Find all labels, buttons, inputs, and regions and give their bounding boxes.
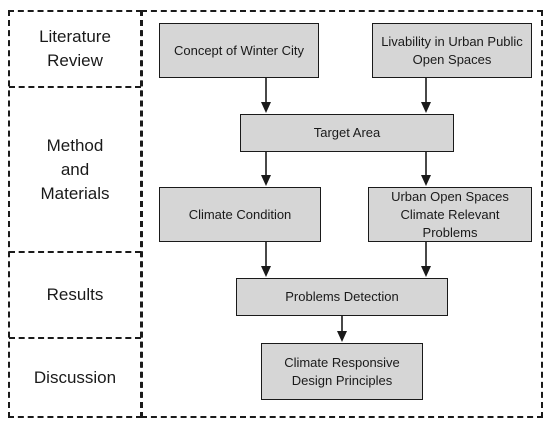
section-label-results: Results (10, 253, 140, 337)
section-text-results: Results (46, 285, 104, 304)
box-target-area: Target Area (240, 114, 454, 152)
box-climate-condition: Climate Condition (159, 187, 321, 242)
section-text-discussion: Discussion (33, 367, 117, 387)
box-climate-responsive-design-principles: Climate Responsive Design Principles (261, 343, 423, 400)
box-urban-open-spaces-problems: Urban Open Spaces Climate Relevant Probl… (368, 187, 532, 242)
section-text-method: Method and Materials (40, 135, 110, 203)
box-problems-detection: Problems Detection (236, 278, 448, 316)
right-column-frame (141, 10, 543, 418)
box-concept-of-winter-city: Concept of Winter City (159, 23, 319, 78)
separator-method-results (9, 251, 141, 253)
section-label-method-materials: Method and Materials (10, 88, 140, 251)
separator-results-discussion (9, 337, 141, 339)
section-label-literature-review: Literature Review (10, 12, 140, 86)
section-label-discussion: Discussion (10, 339, 140, 416)
box-livability-urban-public-open-spaces: Livability in Urban Public Open Spaces (372, 23, 532, 78)
separator-literature-method (9, 86, 141, 88)
section-text-literature: Literature Review (39, 27, 111, 70)
